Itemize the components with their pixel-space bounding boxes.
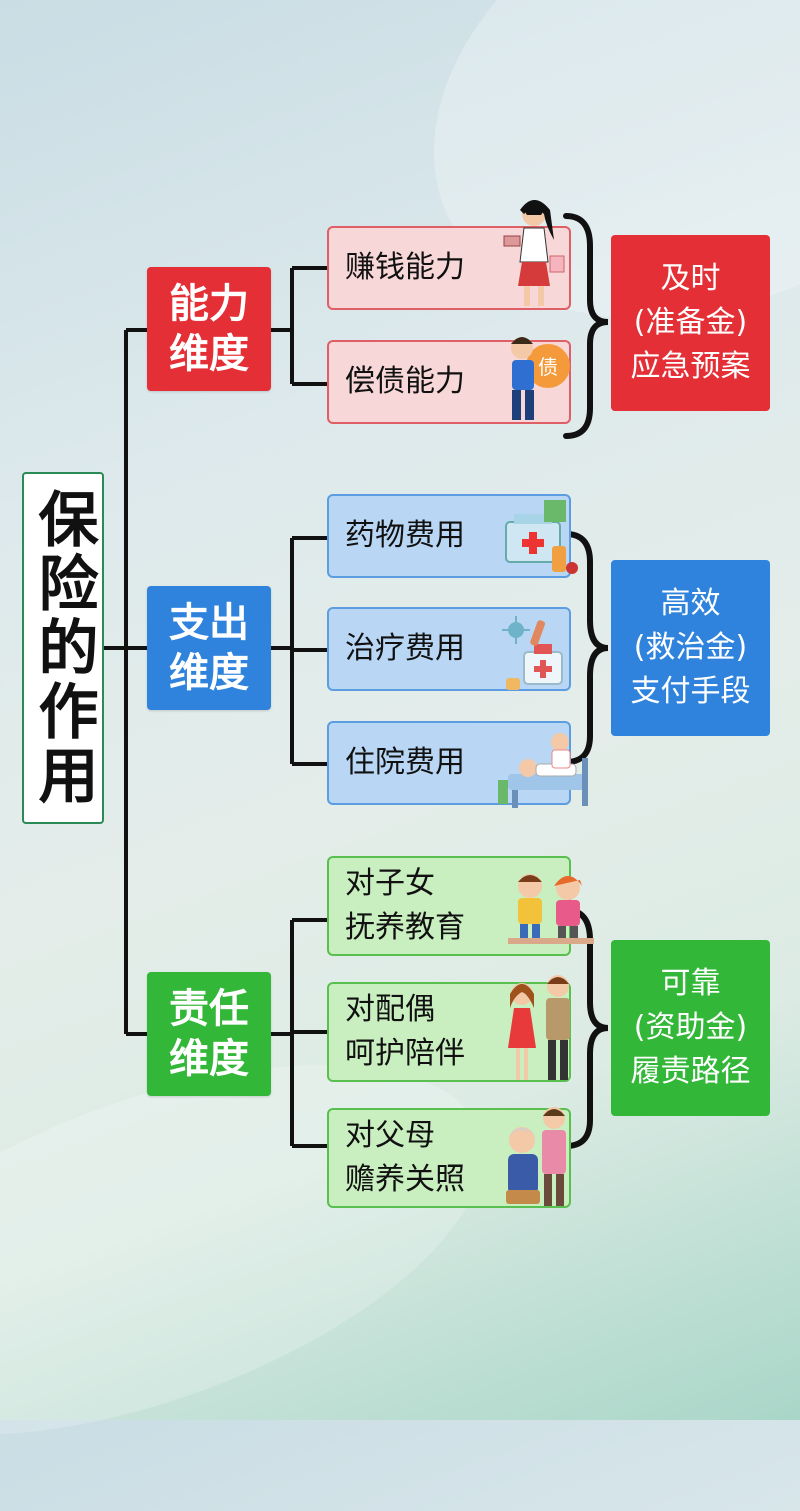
debt-burden-icon: 债 — [511, 337, 570, 420]
connector-lines — [104, 213, 609, 1149]
item-label: 对子女 抚养教育 — [345, 866, 465, 945]
hospital-bed-icon — [498, 733, 588, 808]
brace-1 — [563, 213, 609, 439]
couple-icon — [508, 975, 570, 1080]
debt-tag: 债 — [538, 355, 558, 379]
root-title-box: 保险的作用 — [22, 472, 104, 824]
root-title: 保险的作用 — [28, 488, 98, 808]
item-label: 偿债能力 — [345, 364, 465, 399]
brace-3 — [563, 907, 609, 1149]
medicine-kit-icon — [505, 500, 578, 574]
brace-2 — [563, 531, 609, 765]
item-label: 对配偶 呵护陪伴 — [345, 992, 465, 1071]
children-icon — [508, 874, 594, 944]
woman-shopping-icon — [503, 200, 565, 306]
item-label: 对父母 赡养关照 — [345, 1118, 465, 1197]
category-expense: 支出 维度 — [147, 586, 271, 710]
item-label: 赚钱能力 — [345, 250, 465, 285]
category-responsibility: 责任 维度 — [147, 972, 271, 1096]
result-ability: 及时 (准备金) 应急预案 — [611, 235, 770, 411]
elderly-parents-icon — [506, 1107, 566, 1206]
medicine-vial-icon — [502, 616, 563, 690]
result-expense: 高效 (救治金) 支付手段 — [611, 560, 770, 736]
result-responsibility: 可靠 (资助金) 履责路径 — [611, 940, 770, 1116]
item-label: 住院费用 — [345, 745, 465, 780]
item-label: 治疗费用 — [345, 631, 465, 666]
category-ability: 能力 维度 — [147, 267, 271, 391]
item-label: 药物费用 — [345, 518, 465, 553]
